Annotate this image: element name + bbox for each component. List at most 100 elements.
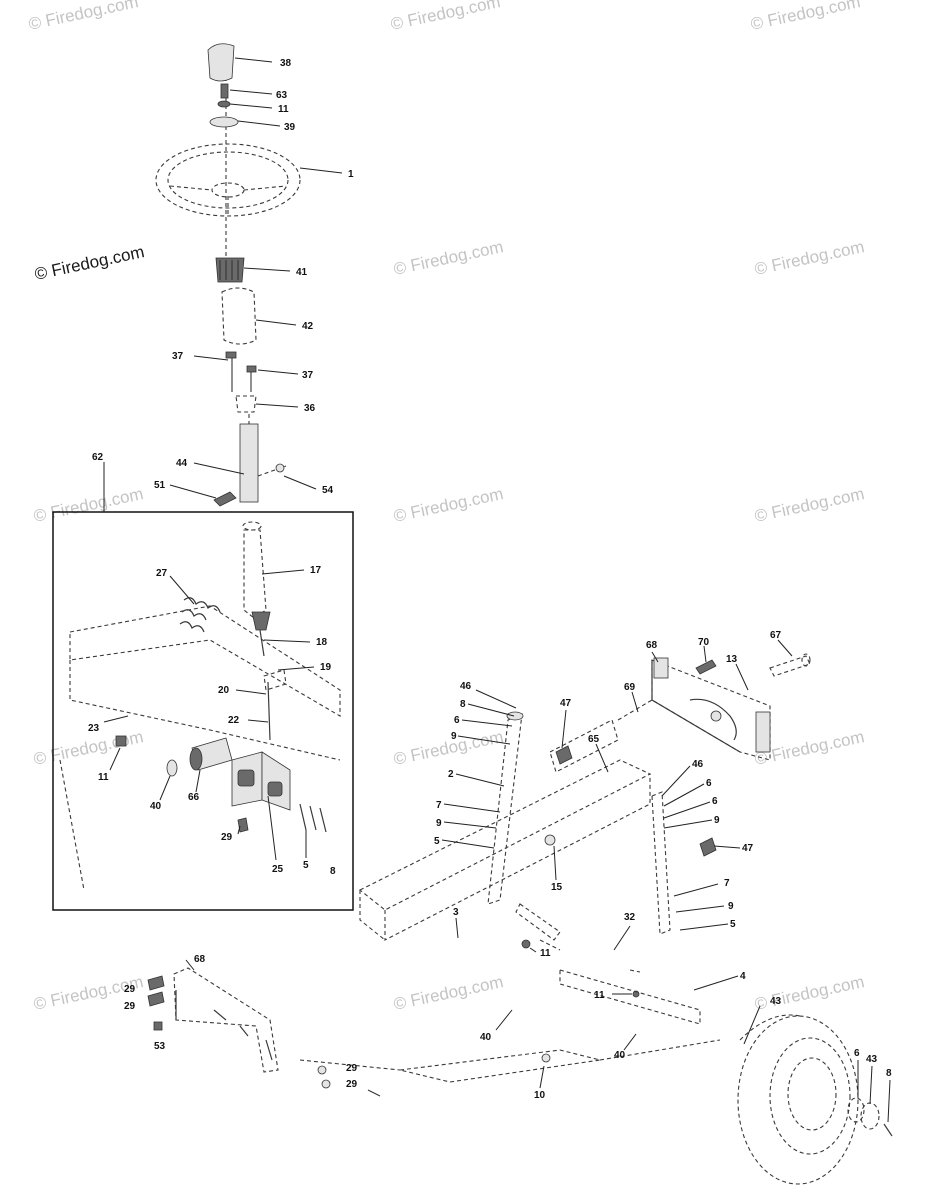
- linkage-guide: [299, 1039, 721, 1071]
- watermark: © Firedog.com: [392, 972, 505, 1014]
- leader: [195, 769, 201, 793]
- tie-rod: [539, 939, 641, 973]
- leader: [561, 709, 567, 749]
- callout-42: 42: [302, 321, 314, 332]
- callout-10: 10: [534, 1090, 546, 1101]
- leader: [257, 369, 299, 375]
- torsion-spring: [179, 597, 221, 633]
- column-cover: [221, 287, 257, 345]
- callout-11: 11: [98, 772, 109, 783]
- inset-steering-assembly: [52, 511, 354, 911]
- bolt: [246, 365, 257, 373]
- leader: [455, 773, 505, 787]
- arm-top: [506, 711, 524, 721]
- callout-labels: 38 63 11 39 1 41 42 37 37 36 44 51 54 62…: [88, 58, 892, 1101]
- callout-7: 7: [436, 800, 442, 811]
- watermark: © Firedog.com: [392, 237, 505, 279]
- callout-37: 37: [302, 370, 314, 381]
- pivot-line: [59, 759, 85, 891]
- plate-slot: [689, 698, 737, 741]
- callout-8: 8: [886, 1068, 892, 1079]
- leader: [234, 57, 273, 63]
- watermark: © Firedog.com: [32, 484, 145, 526]
- callout-6: 6: [706, 778, 712, 789]
- callout-37: 37: [172, 351, 184, 362]
- leader: [679, 923, 729, 931]
- leader: [539, 1065, 545, 1089]
- callout-9: 9: [436, 818, 442, 829]
- watermark: © Firedog.com: [749, 0, 862, 34]
- shaft-top: [242, 521, 262, 531]
- callout-46: 46: [460, 681, 472, 692]
- callout-62: 62: [92, 452, 104, 463]
- leader: [169, 484, 217, 499]
- leader: [887, 1079, 891, 1123]
- pivot-plate-edge: [651, 660, 741, 753]
- leader: [299, 167, 343, 174]
- bracket-slot: [237, 769, 255, 787]
- lock-nut: [115, 735, 127, 747]
- leader: [703, 645, 707, 663]
- leader: [261, 569, 305, 575]
- bushing-end: [189, 747, 203, 771]
- grease-fitting: [555, 745, 573, 765]
- callout-41: 41: [296, 267, 308, 278]
- leader: [277, 666, 315, 671]
- callout-47: 47: [742, 843, 754, 854]
- callout-36: 36: [304, 403, 316, 414]
- pivot-bracket: [263, 669, 287, 691]
- pivot-fitting: [544, 834, 556, 846]
- leader-lines: [103, 57, 891, 1123]
- callout-65: 65: [588, 734, 600, 745]
- watermark: © Firedog.com: [389, 0, 502, 34]
- callout-53: 53: [154, 1041, 166, 1052]
- watermark: © Firedog.com: [27, 0, 140, 34]
- front-wheel: [737, 1014, 893, 1185]
- callout-8: 8: [460, 699, 466, 710]
- leader: [461, 719, 513, 727]
- bracket-holes: [213, 1009, 273, 1061]
- watermark: © Firedog.com: [392, 727, 505, 769]
- leader: [109, 747, 121, 771]
- tire-shoulder: [739, 1014, 801, 1041]
- leader: [663, 801, 711, 819]
- lower-linkage: [399, 1049, 601, 1083]
- watermark: © Firedog.com: [753, 237, 866, 279]
- pinion-gear: [251, 611, 271, 631]
- leader: [103, 715, 129, 723]
- leader: [735, 663, 749, 691]
- leader: [663, 783, 705, 807]
- leader: [713, 845, 741, 849]
- bolt: [321, 1079, 331, 1089]
- callout-23: 23: [88, 723, 100, 734]
- mount-bracket: [173, 967, 279, 1073]
- cotter-pin: [883, 1123, 893, 1137]
- callout-4: 4: [740, 971, 746, 982]
- leader: [595, 743, 609, 773]
- callout-29: 29: [346, 1079, 358, 1090]
- plate-tab: [653, 657, 669, 679]
- frame-member: [69, 605, 341, 717]
- leader: [443, 803, 501, 813]
- cotter-pins: [299, 803, 327, 833]
- callout-43: 43: [770, 996, 782, 1007]
- leader: [693, 975, 739, 991]
- callout-38: 38: [280, 58, 292, 69]
- leader: [193, 355, 229, 361]
- leader: [229, 89, 273, 95]
- axle-beam-side: [384, 774, 651, 941]
- callout-29: 29: [346, 1063, 358, 1074]
- leader: [169, 575, 195, 605]
- carriage-bolt: [147, 991, 165, 1007]
- steering-adapter: [215, 257, 245, 283]
- callout-46: 46: [692, 759, 704, 770]
- watermark: © Firedog.com: [753, 484, 866, 526]
- leader: [613, 925, 631, 951]
- bolt-shank: [367, 1089, 381, 1097]
- leader: [529, 947, 537, 953]
- callout-11: 11: [540, 948, 551, 959]
- steering-hub: [209, 116, 239, 128]
- pivot-rod: [267, 681, 271, 741]
- leader: [455, 917, 459, 939]
